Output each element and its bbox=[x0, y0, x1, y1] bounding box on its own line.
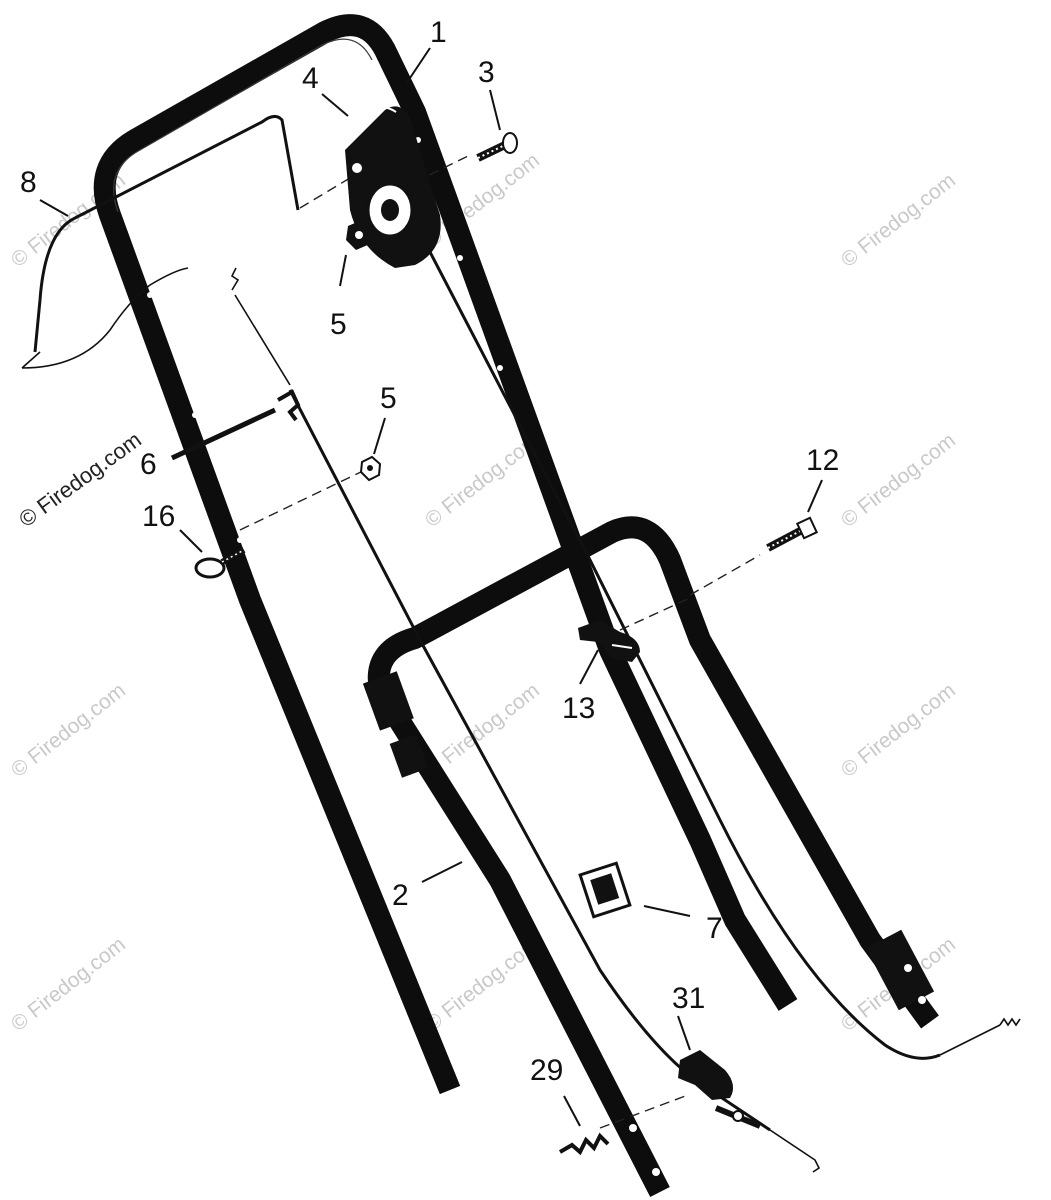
watermark: © Firedog.com bbox=[837, 429, 960, 532]
callout-12: 12 bbox=[806, 444, 839, 477]
watermark-primary: © Firedog.com bbox=[14, 427, 146, 532]
handle-bracket bbox=[865, 929, 935, 1011]
lower-handle-hole bbox=[629, 1124, 637, 1132]
callout-1: 1 bbox=[430, 16, 447, 49]
watermark: © Firedog.com bbox=[7, 933, 130, 1036]
throttle-cable-end bbox=[21, 267, 189, 369]
bolt-3 bbox=[476, 132, 518, 162]
callout-4: 4 bbox=[302, 62, 319, 95]
callout-31: 31 bbox=[672, 982, 705, 1015]
drive-cable-end bbox=[769, 1129, 821, 1173]
callout-16: 16 bbox=[142, 500, 175, 533]
callout-6: 6 bbox=[140, 448, 157, 481]
bolt-12 bbox=[766, 516, 819, 552]
callout-7: 7 bbox=[706, 912, 723, 945]
upper-handle bbox=[93, 14, 798, 1095]
control-cable bbox=[428, 251, 941, 1060]
callout-5-lower: 5 bbox=[380, 382, 397, 415]
spring-29 bbox=[558, 1132, 610, 1156]
upper-handle-hole bbox=[457, 255, 463, 261]
callouts: 1 2 3 4 5 5 6 7 8 12 13 16 29 31 bbox=[20, 16, 839, 1127]
callout-2: 2 bbox=[392, 879, 409, 912]
cable-clip bbox=[578, 861, 632, 919]
nut-lower bbox=[359, 455, 382, 482]
eye-bolt bbox=[194, 547, 246, 579]
handle-bracket bbox=[389, 734, 429, 778]
lower-handle-hole bbox=[652, 1168, 660, 1176]
callout-29: 29 bbox=[530, 1054, 563, 1087]
upper-handle-hole bbox=[497, 365, 503, 371]
assembly-lines bbox=[239, 154, 761, 1129]
handle-bracket bbox=[362, 671, 414, 731]
upper-handle-hole bbox=[147, 292, 153, 298]
watermark: © Firedog.com bbox=[837, 169, 960, 272]
lower-handle bbox=[362, 516, 939, 1198]
lower-handle-hole bbox=[904, 964, 912, 972]
upper-handle-hole bbox=[192, 412, 198, 418]
callout-13: 13 bbox=[562, 692, 595, 725]
callout-3: 3 bbox=[478, 56, 495, 89]
control-hole bbox=[352, 163, 362, 173]
cable-spring-end bbox=[939, 1017, 1021, 1056]
drive-cable bbox=[288, 389, 771, 1132]
cable-guide bbox=[678, 1050, 762, 1129]
knob bbox=[578, 620, 640, 662]
lower-handle-hole bbox=[918, 996, 926, 1004]
control-pulley-hub bbox=[381, 199, 399, 221]
cables bbox=[21, 115, 1021, 1173]
callout-5-upper: 5 bbox=[330, 308, 347, 341]
watermark: © Firedog.com bbox=[7, 679, 130, 782]
nut-upper bbox=[346, 220, 372, 250]
throttle-cable bbox=[33, 115, 300, 353]
wire-rod bbox=[170, 389, 301, 461]
callout-8: 8 bbox=[20, 166, 37, 199]
upper-handle-hole bbox=[237, 537, 243, 543]
watermark: © Firedog.com bbox=[837, 679, 960, 782]
wire-rod-upper bbox=[230, 267, 291, 386]
